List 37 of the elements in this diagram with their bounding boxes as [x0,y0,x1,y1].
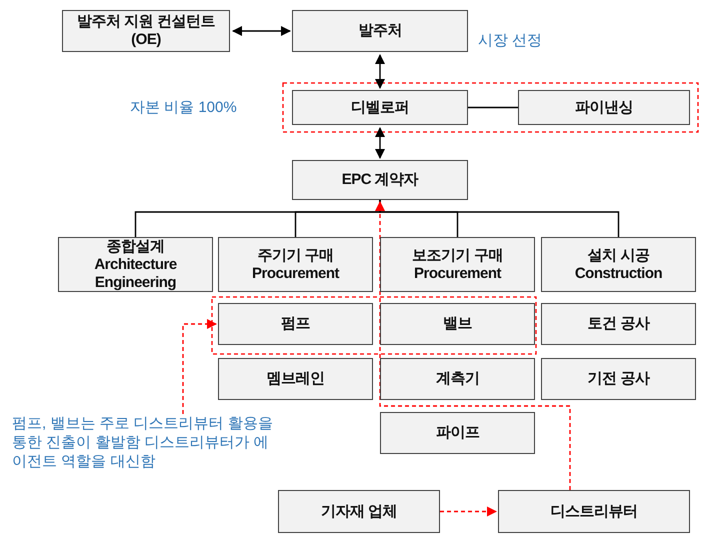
arrow [375,127,385,159]
process-box: 밸브 [380,303,535,345]
process-box: 디벨로퍼 [292,90,468,125]
connector-line [379,200,620,237]
process-box [541,237,696,292]
process-box: 기자재 업체 [278,490,440,533]
process-box: 토건 공사 [541,303,696,345]
dashed-arrow [375,201,571,490]
arrow [375,54,385,89]
box-text: 설치 시공 [588,246,650,264]
annotation-text: 시장 선정 [478,31,542,50]
box-text: Procurement [252,264,340,282]
process-box: 발주처 지원 컨설턴트(OE) [62,10,230,52]
process-box: 기전 공사 [541,358,696,400]
process-box: 디스트리뷰터 [498,490,690,533]
annotation-text: 자본 비율 100% [130,98,237,117]
box-text: 보조기기 구매 [412,246,503,264]
box-text: Procurement [414,264,502,282]
box-text: 주기기 구매 [257,246,334,264]
process-box: 파이프 [380,412,535,454]
box-text: 종합설계 [106,238,164,256]
note-text: 펌프, 밸브는 주로 디스트리뷰터 활용을 통한 진출이 활발함 디스트리뷰터가 에이전트 역할을 대신함 [12,414,277,471]
arrow [232,26,291,36]
connector-line [468,106,518,108]
process-box: 발주처 [292,10,468,52]
box-text: Architecture Engineering [93,256,178,292]
process-box [218,237,373,292]
process-box: 펌프 [218,303,373,345]
process-box [380,237,535,292]
dashed-arrow [440,506,497,516]
process-box: 멤브레인 [218,358,373,400]
box-text: Construction [574,264,662,282]
process-box: 파이낸싱 [518,90,690,125]
process-box: EPC 계약자 [292,160,468,200]
process-box: 계측기 [380,358,535,400]
process-box [58,237,213,292]
dashed-arrow [182,319,217,414]
